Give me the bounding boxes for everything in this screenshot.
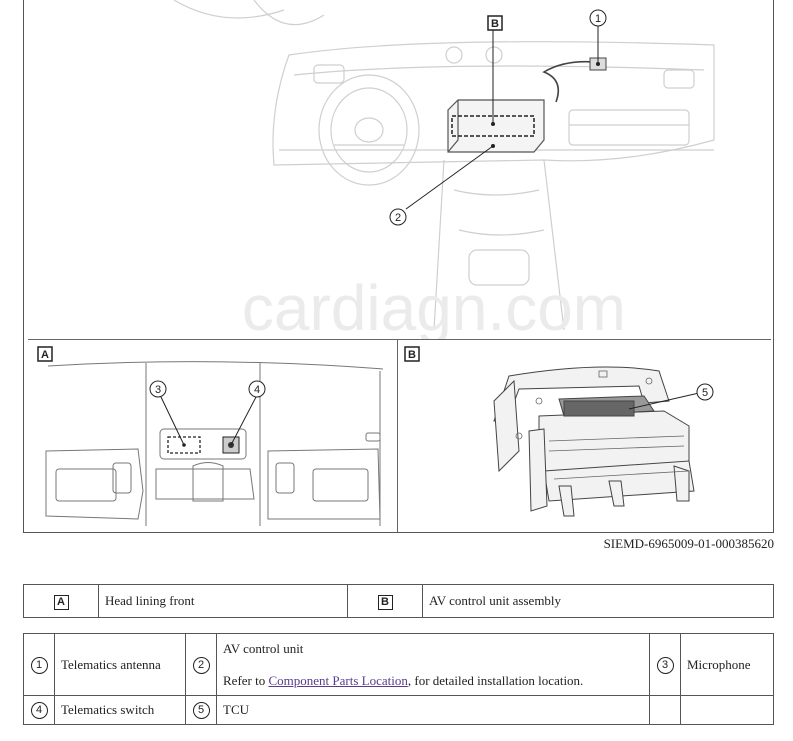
legend-empty-label (680, 695, 774, 725)
section-label-a: Head lining front (98, 584, 348, 618)
note-suffix: , for detailed installation location. (407, 672, 584, 688)
head-lining-drawing: A (37, 346, 384, 526)
callout-box-b: B (491, 18, 499, 30)
installation-figure: B 1 2 cardiagn.com A (23, 0, 774, 533)
legend-label-2-title: AV control unit (223, 640, 304, 656)
watermark: cardiagn.com (242, 272, 626, 339)
inset-a-head-lining: A (28, 341, 396, 531)
legend-num-4-circle: 4 (30, 702, 48, 719)
dashboard-drawing: B 1 2 cardiagn.com (173, 0, 715, 339)
dashboard-illustration: B 1 2 cardiagn.com (24, 0, 775, 339)
section-legend-table: A Head lining front B AV control unit as… (23, 584, 774, 618)
callout-3: 3 (155, 384, 161, 396)
legend-num-3: 3 (649, 633, 681, 696)
figure-divider-horizontal (28, 339, 771, 340)
callout-4: 4 (254, 384, 260, 396)
section-key-b-box: B (377, 594, 393, 610)
inset-label-a: A (41, 349, 49, 361)
legend-label-1: Telematics antenna (54, 633, 186, 696)
section-key-a: A (23, 584, 99, 618)
component-legend-table: 1 Telematics antenna 2 AV control unit R… (23, 633, 774, 725)
legend-label-2: AV control unit Refer to Component Parts… (216, 633, 650, 696)
legend-num-1: 1 (23, 633, 55, 696)
section-key-a-box: A (53, 594, 69, 610)
legend-num-3-circle: 3 (656, 656, 674, 674)
legend-label-3: Microphone (680, 633, 774, 696)
legend-num-5: 5 (185, 695, 217, 725)
callout-2: 2 (395, 212, 401, 224)
callout-1: 1 (595, 13, 601, 25)
legend-num-5-circle: 5 (192, 702, 210, 719)
legend-label-5: TCU (216, 695, 650, 725)
figure-caption: SIEMD-6965009-01-000385620 (603, 536, 774, 551)
legend-label-2-note: Refer to Component Parts Location, for d… (223, 673, 643, 689)
section-label-b: AV control unit assembly (422, 584, 774, 618)
legend-num-2-circle: 2 (192, 656, 210, 674)
section-key-b: B (347, 584, 423, 618)
legend-label-4: Telematics switch (54, 695, 186, 725)
figure-divider-vertical (397, 340, 398, 532)
inset-b-av-unit: B (399, 341, 771, 531)
legend-num-1-circle: 1 (30, 656, 48, 674)
av-unit-drawing: B (404, 346, 714, 517)
inset-label-b: B (408, 349, 416, 361)
legend-num-2: 2 (185, 633, 217, 696)
legend-empty-num (649, 695, 681, 725)
note-prefix: Refer to (223, 672, 269, 688)
component-parts-location-link[interactable]: Component Parts Location (268, 672, 408, 688)
legend-num-4: 4 (23, 695, 55, 725)
callout-5: 5 (702, 387, 708, 399)
